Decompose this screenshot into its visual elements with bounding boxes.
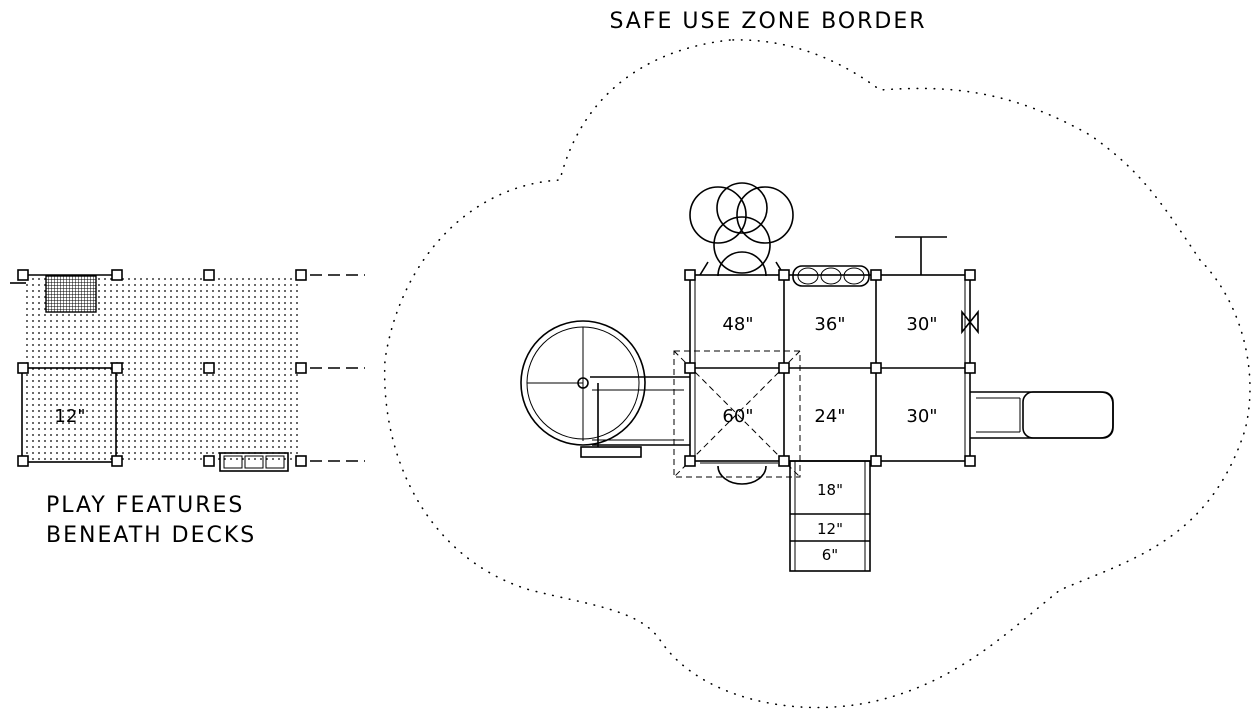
left-deck-12 — [21, 367, 117, 463]
bench-seat-2 — [244, 455, 264, 469]
spiral-slide-outer — [520, 320, 646, 446]
deck-height-48: 48" — [722, 314, 753, 335]
spiral-slide-exit — [580, 446, 642, 458]
post — [111, 362, 123, 374]
beneath-label-line2: BENEATH DECKS — [46, 523, 256, 548]
bench-seat-3 — [265, 455, 285, 469]
post — [17, 455, 29, 467]
roof-outline — [673, 350, 801, 478]
post — [684, 269, 696, 281]
deck-grid — [690, 275, 970, 461]
post — [203, 362, 215, 374]
deck-height-30-top: 30" — [906, 314, 937, 335]
post — [295, 269, 307, 281]
post — [17, 269, 29, 281]
post — [964, 362, 976, 374]
deck-height-30-bottom: 30" — [906, 406, 937, 427]
post — [684, 362, 696, 374]
clover-inner-arc — [717, 251, 767, 277]
ladder-rail — [792, 265, 870, 287]
left-deck-height: 12" — [54, 406, 85, 427]
post — [778, 269, 790, 281]
straight-slide-exit — [1022, 391, 1114, 439]
ladder-rung — [797, 267, 819, 285]
post — [870, 269, 882, 281]
post — [964, 269, 976, 281]
post — [111, 269, 123, 281]
spiral-slide-chute — [590, 376, 690, 447]
post — [203, 269, 215, 281]
post — [870, 455, 882, 467]
stairs-rails — [794, 461, 866, 571]
clover-loop-top — [716, 182, 768, 234]
straight-slide-inner — [976, 397, 1021, 433]
post — [778, 362, 790, 374]
deck-height-24: 24" — [814, 406, 845, 427]
beneath-label-line1: PLAY FEATURES — [46, 493, 244, 518]
straight-slide — [970, 391, 1114, 439]
clover-loop-center — [713, 216, 771, 274]
steering-wheel — [961, 309, 979, 335]
bench-feature — [219, 452, 289, 472]
safe-zone-label: SAFE USE ZONE BORDER — [609, 9, 926, 34]
clover-loop-left — [689, 186, 747, 244]
stair-treads — [790, 513, 870, 542]
post — [111, 455, 123, 467]
post — [684, 455, 696, 467]
spiral-slide-pole — [577, 377, 589, 389]
stairs — [789, 460, 871, 572]
step-height-12: 12" — [817, 520, 843, 538]
spiral-slide-chute-inner — [592, 389, 684, 441]
ladder-rung — [820, 267, 842, 285]
post — [295, 362, 307, 374]
spiral-slide-spokes — [527, 327, 584, 441]
bench-seat-1 — [223, 455, 243, 469]
deck-height-60: 60" — [722, 406, 753, 427]
climbing-net — [45, 275, 97, 313]
post — [778, 455, 790, 467]
play-structure: 48" 36" 30" 60" 24" 30" 18" 12" 6" — [520, 182, 1114, 572]
ladder-rung — [843, 267, 865, 285]
post — [295, 455, 307, 467]
step-height-18: 18" — [817, 481, 843, 499]
beneath-decks-plan: 12" — [10, 269, 365, 472]
deck-height-36: 36" — [814, 314, 845, 335]
bottom-arc — [717, 465, 767, 485]
t-bar — [895, 236, 947, 275]
post — [964, 455, 976, 467]
post — [203, 455, 215, 467]
post — [17, 362, 29, 374]
clover-loop-right — [736, 186, 794, 244]
post — [870, 362, 882, 374]
step-height-6: 6" — [822, 546, 838, 564]
safe-use-zone-border — [383, 39, 1251, 709]
